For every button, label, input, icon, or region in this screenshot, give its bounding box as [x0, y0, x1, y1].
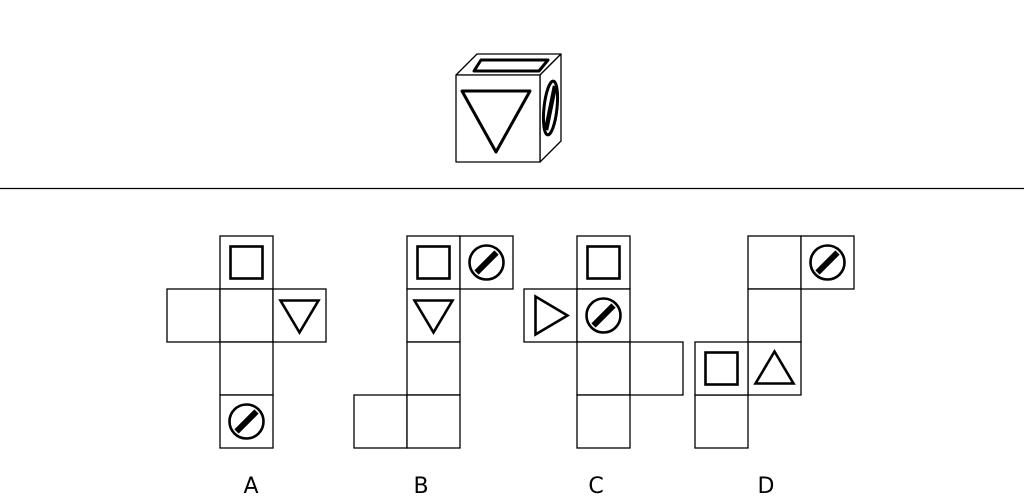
- net-face: [406, 341, 461, 396]
- net-d[interactable]: [694, 235, 855, 449]
- net-face: [747, 288, 802, 343]
- net-b[interactable]: [353, 235, 514, 449]
- circle-slash-icon: [228, 403, 265, 440]
- square-icon: [416, 245, 451, 280]
- net-face: [694, 394, 749, 449]
- option-label-b: B: [413, 474, 428, 499]
- circle-slash-icon: [468, 244, 505, 281]
- cube-right-circle-slash-icon: [541, 79, 560, 137]
- net-face: [576, 394, 631, 449]
- net-face: [694, 341, 749, 396]
- net-face: [406, 235, 461, 290]
- net-face: [576, 341, 631, 396]
- circle-slash-icon: [809, 244, 846, 281]
- option-label-a: A: [243, 474, 258, 499]
- net-face: [219, 288, 274, 343]
- cube-front-triangle-down-icon: [460, 89, 532, 154]
- net-face: [219, 341, 274, 396]
- circle-slash-icon: [585, 297, 622, 334]
- square-icon: [704, 351, 739, 386]
- net-face: [406, 288, 461, 343]
- triangle-right-icon: [534, 294, 571, 337]
- net-face: [629, 341, 684, 396]
- net-face: [459, 235, 514, 290]
- reference-cube: [455, 53, 562, 163]
- triangle-down-icon: [412, 299, 455, 336]
- net-face: [406, 394, 461, 449]
- triangle-down-icon: [278, 299, 321, 336]
- option-label-c: C: [588, 474, 603, 499]
- net-face: [747, 235, 802, 290]
- square-icon: [229, 245, 264, 280]
- cube-top-rectangle-icon: [472, 58, 550, 73]
- net-c[interactable]: [523, 235, 684, 449]
- net-face: [576, 288, 631, 343]
- net-a[interactable]: [166, 235, 327, 449]
- net-face: [166, 288, 221, 343]
- triangle-up-icon: [753, 348, 796, 385]
- net-face: [272, 288, 327, 343]
- net-face: [576, 235, 631, 290]
- net-face: [523, 288, 578, 343]
- net-face: [800, 235, 855, 290]
- option-label-d: D: [758, 474, 775, 499]
- square-icon: [586, 245, 621, 280]
- net-face: [353, 394, 408, 449]
- net-face: [219, 235, 274, 290]
- net-face: [747, 341, 802, 396]
- net-face: [219, 394, 274, 449]
